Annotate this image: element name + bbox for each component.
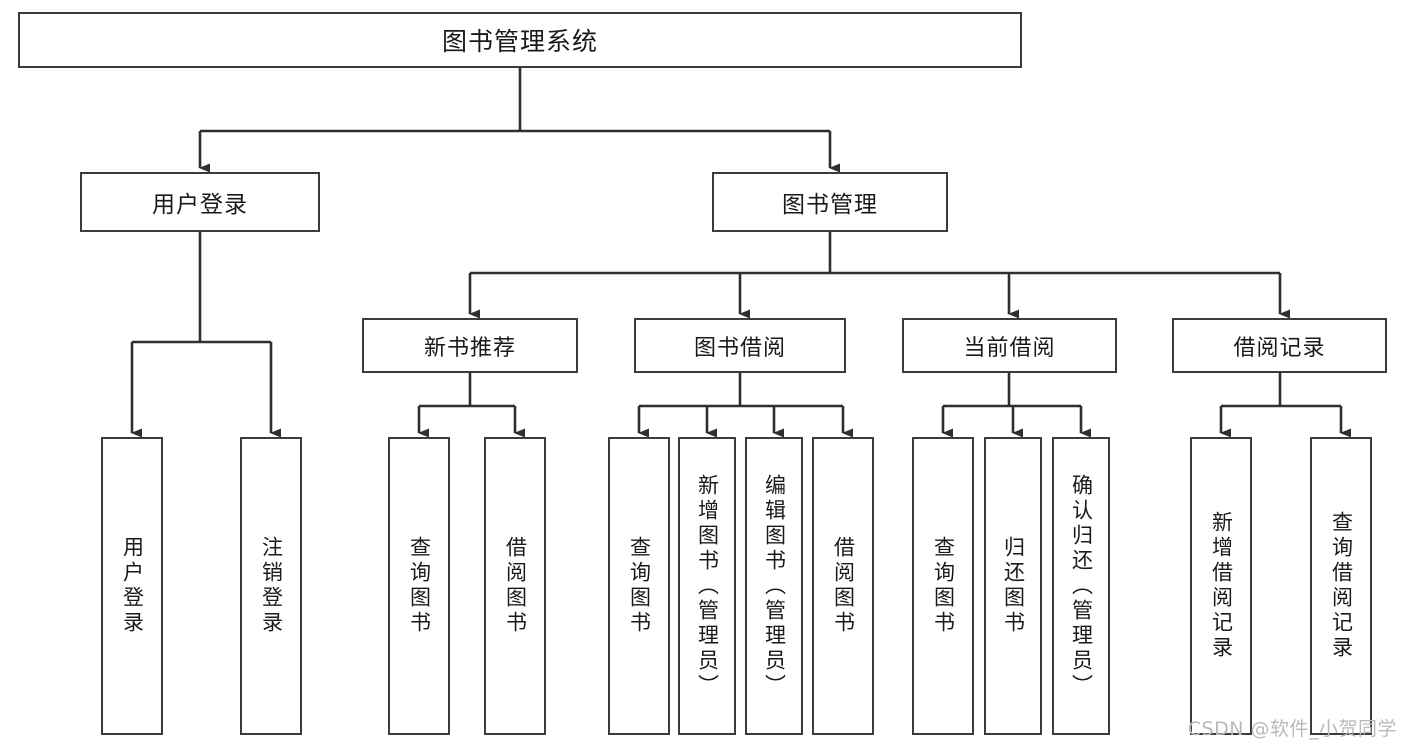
- node-leaf-borrow-book-borrowing[interactable]: 借阅图书: [812, 437, 874, 735]
- node-current-borrowing[interactable]: 当前借阅: [902, 318, 1117, 373]
- node-label: 用户登录: [152, 192, 248, 218]
- node-label: 新增图书（管理员）: [695, 473, 720, 699]
- node-leaf-return-book[interactable]: 归还图书: [984, 437, 1042, 735]
- node-root-book-management-system[interactable]: 图书管理系统: [18, 12, 1022, 68]
- node-label: 借阅图书: [503, 536, 528, 636]
- node-borrowing-record[interactable]: 借阅记录: [1172, 318, 1387, 373]
- node-leaf-logout[interactable]: 注销登录: [240, 437, 302, 735]
- node-label: 图书管理: [782, 192, 878, 218]
- node-leaf-edit-book-admin[interactable]: 编辑图书（管理员）: [745, 437, 803, 735]
- node-label: 图书借阅: [693, 335, 786, 361]
- node-leaf-query-book-current[interactable]: 查询图书: [912, 437, 974, 735]
- node-leaf-query-book-borrowing[interactable]: 查询图书: [608, 437, 670, 735]
- node-label: 确认归还（管理员）: [1069, 473, 1094, 699]
- node-label: 查询图书: [407, 536, 432, 636]
- node-label: 当前借阅: [963, 335, 1056, 361]
- node-label: 新增借阅记录: [1209, 511, 1234, 661]
- node-label: 归还图书: [1001, 536, 1026, 636]
- node-leaf-confirm-return-admin[interactable]: 确认归还（管理员）: [1052, 437, 1110, 735]
- node-label: 查询图书: [931, 536, 956, 636]
- node-leaf-borrow-book-recommendation[interactable]: 借阅图书: [484, 437, 546, 735]
- node-leaf-user-login[interactable]: 用户登录: [101, 437, 163, 735]
- watermark-text: CSDN @软件_小贺同学: [1187, 718, 1397, 740]
- node-user-login[interactable]: 用户登录: [80, 172, 320, 232]
- node-label: 查询借阅记录: [1329, 511, 1354, 661]
- node-label: 借阅图书: [831, 536, 856, 636]
- node-leaf-add-borrow-record[interactable]: 新增借阅记录: [1190, 437, 1252, 735]
- node-label: 用户登录: [120, 536, 145, 636]
- node-leaf-query-book-recommendation[interactable]: 查询图书: [388, 437, 450, 735]
- node-label: 查询图书: [627, 536, 652, 636]
- node-label: 图书管理系统: [441, 27, 598, 56]
- node-book-borrowing[interactable]: 图书借阅: [634, 318, 846, 373]
- node-leaf-add-book-admin[interactable]: 新增图书（管理员）: [678, 437, 736, 735]
- node-book-management[interactable]: 图书管理: [712, 172, 948, 232]
- node-label: 注销登录: [259, 536, 284, 636]
- node-label: 借阅记录: [1233, 335, 1326, 361]
- node-new-book-recommendation[interactable]: 新书推荐: [362, 318, 578, 373]
- node-leaf-query-borrow-record[interactable]: 查询借阅记录: [1310, 437, 1372, 735]
- node-label: 新书推荐: [423, 335, 516, 361]
- node-label: 编辑图书（管理员）: [762, 473, 787, 699]
